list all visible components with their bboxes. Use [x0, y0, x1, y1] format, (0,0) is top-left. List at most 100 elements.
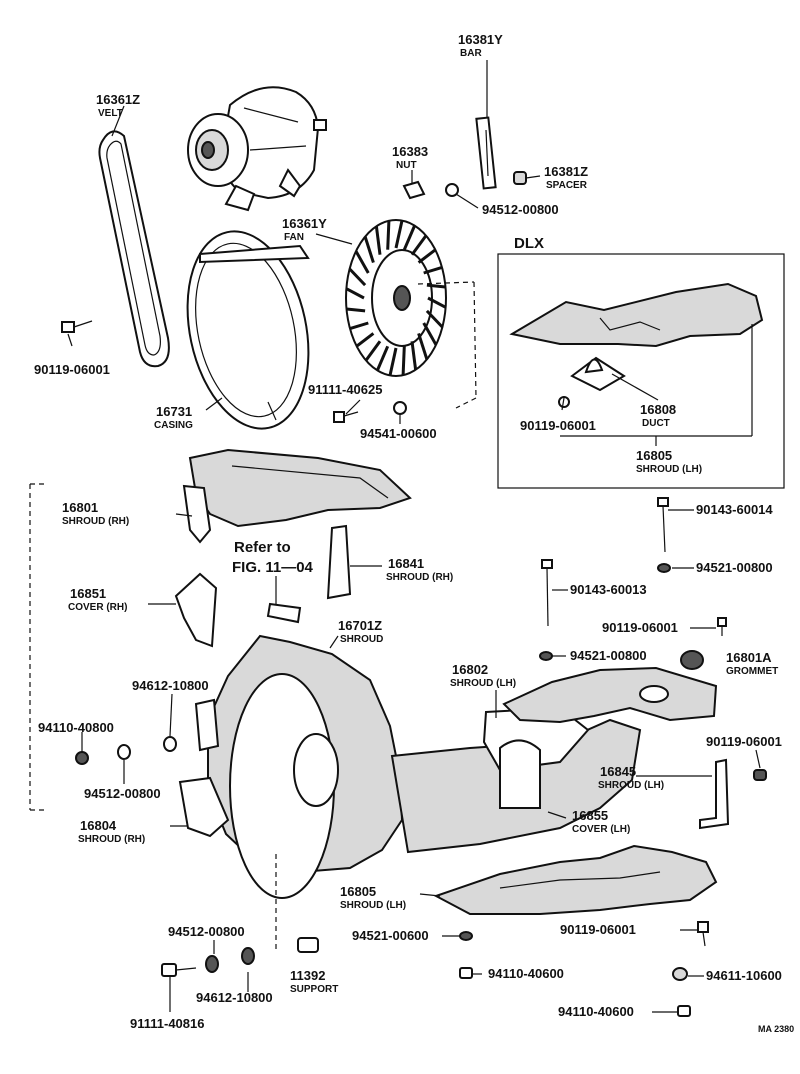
- lower-fasteners-drawing: [75, 736, 709, 1017]
- label-16361z-num: 16361Z: [96, 92, 140, 107]
- label-90119-mid: 90119-06001: [602, 620, 678, 635]
- fan-vane: [354, 250, 370, 274]
- label-91111-40816: 91111-40816: [130, 1016, 204, 1031]
- label-16701z-num: 16701Z: [338, 618, 382, 633]
- bracket-16845-drawing: [699, 758, 767, 830]
- fan-vane: [374, 226, 382, 255]
- label-90119-bottom: 90119-06001: [560, 922, 636, 937]
- label-16805-name: SHROUD (LH): [340, 900, 406, 911]
- fan-vane: [386, 220, 391, 250]
- label-94512-top: 94512-00800: [482, 202, 559, 217]
- label-94512-bottom: 94512-00800: [168, 924, 245, 939]
- label-90143-60013: 90143-60013: [570, 582, 647, 597]
- label-16801-name: SHROUD (RH): [62, 516, 129, 527]
- label-16841-name: SHROUD (RH): [386, 572, 453, 583]
- refer-text-line1: Refer to: [234, 539, 291, 556]
- fan-vane: [388, 347, 398, 376]
- label-16383-name: NUT: [396, 160, 417, 171]
- label-11392-name: SUPPORT: [290, 984, 338, 995]
- label-94110-40600-b: 94110-40600: [558, 1004, 634, 1019]
- label-16845-num: 16845: [600, 764, 636, 779]
- label-16383-num: 16383: [392, 144, 428, 159]
- fan-vane: [410, 234, 428, 256]
- labels: 16381Y BAR 16361Z VELT 16383 NUT 16381Z …: [34, 32, 794, 1034]
- fan-vane: [376, 345, 390, 371]
- fan-vane: [346, 307, 366, 313]
- main-shroud-drawing: [207, 634, 642, 899]
- dlx-box: [497, 253, 785, 489]
- label-94521-mid: 94521-00800: [570, 648, 647, 663]
- leader-lines: [29, 60, 761, 1013]
- label-16808-name: DUCT: [642, 418, 670, 429]
- label-16731-name: CASING: [154, 420, 193, 431]
- label-16804-name: SHROUD (RH): [78, 834, 145, 845]
- casing-drawing: [186, 230, 310, 430]
- label-16731-num: 16731: [156, 404, 192, 419]
- label-16841-num: 16841: [388, 556, 424, 571]
- fan-vane: [423, 265, 443, 275]
- label-91111-40625: 91111-40625: [308, 382, 382, 397]
- label-16845-name: SHROUD (LH): [598, 780, 664, 791]
- label-94541: 94541-00600: [360, 426, 437, 441]
- fan-vane: [422, 322, 438, 346]
- label-94512-left: 94512-00800: [84, 786, 161, 801]
- fan-vane: [417, 332, 429, 360]
- label-16381y-name: BAR: [460, 48, 482, 59]
- v-belt-drawing: [98, 130, 170, 368]
- label-94611-10600: 94611-10600: [706, 968, 782, 983]
- label-16361y-num: 16361Y: [282, 216, 327, 231]
- label-90119-left: 90119-06001: [34, 362, 110, 377]
- fan-vane: [355, 332, 375, 348]
- label-90143-60014: 90143-60014: [696, 502, 773, 517]
- fan-vane: [394, 220, 404, 249]
- label-dlx-16805-num: 16805: [636, 448, 672, 463]
- label-16802-num: 16802: [452, 662, 488, 677]
- label-16361y-name: FAN: [284, 232, 304, 243]
- refer-text-line2: FIG. 11—04: [232, 559, 314, 576]
- label-16855-name: COVER (LH): [572, 824, 630, 835]
- fan-vane: [345, 287, 365, 300]
- label-16851-num: 16851: [70, 586, 106, 601]
- label-94110-40600-a: 94110-40600: [488, 966, 564, 981]
- label-16381y-num: 16381Y: [458, 32, 503, 47]
- label-16381z-name: SPACER: [546, 180, 588, 191]
- fan-vane: [401, 346, 406, 376]
- shroud-lh-lower-drawing: [433, 844, 718, 915]
- fan-vane: [348, 267, 367, 287]
- label-dlx-90119: 90119-06001: [520, 418, 596, 433]
- label-94110-40800: 94110-40800: [38, 720, 114, 735]
- fan-vane: [425, 309, 444, 329]
- label-16804-num: 16804: [80, 818, 117, 833]
- label-16851-name: COVER (RH): [68, 602, 127, 613]
- bracket-16804-drawing: [178, 698, 230, 838]
- label-94612-bottom: 94612-10800: [196, 990, 273, 1005]
- label-16381z-num: 16381Z: [544, 164, 588, 179]
- label-16805-num: 16805: [340, 884, 376, 899]
- fan-vane: [402, 225, 416, 251]
- generator-drawing: [187, 86, 327, 212]
- label-16361z-name: VELT: [98, 108, 123, 119]
- label-16855-num: 16855: [572, 808, 608, 823]
- dlx-group: [497, 253, 785, 489]
- label-16802-name: SHROUD (LH): [450, 678, 516, 689]
- label-90119-right: 90119-06001: [706, 734, 782, 749]
- label-94521-bottom: 94521-00600: [352, 928, 429, 943]
- fan-vane: [410, 341, 418, 370]
- fan-vane: [417, 248, 437, 264]
- label-16801a-name: GROMMET: [726, 666, 778, 677]
- long-bolts-drawing: [541, 497, 727, 636]
- label-16808-num: 16808: [640, 402, 676, 417]
- fan-drawing: [345, 219, 447, 377]
- fan-vane: [364, 340, 382, 362]
- dlx-title: DLX: [514, 235, 544, 252]
- fan-vane: [363, 236, 375, 264]
- label-94612-top: 94612-10800: [132, 678, 209, 693]
- label-16801-num: 16801: [62, 500, 98, 515]
- fan-vane: [426, 283, 446, 289]
- label-16801a-num: 16801A: [726, 650, 772, 665]
- fan-vane: [349, 321, 369, 331]
- bracket-16841-drawing: [326, 524, 352, 600]
- shroud-lh-16802-drawing: [502, 666, 718, 724]
- shroud-rh-upper-drawing: [182, 448, 412, 544]
